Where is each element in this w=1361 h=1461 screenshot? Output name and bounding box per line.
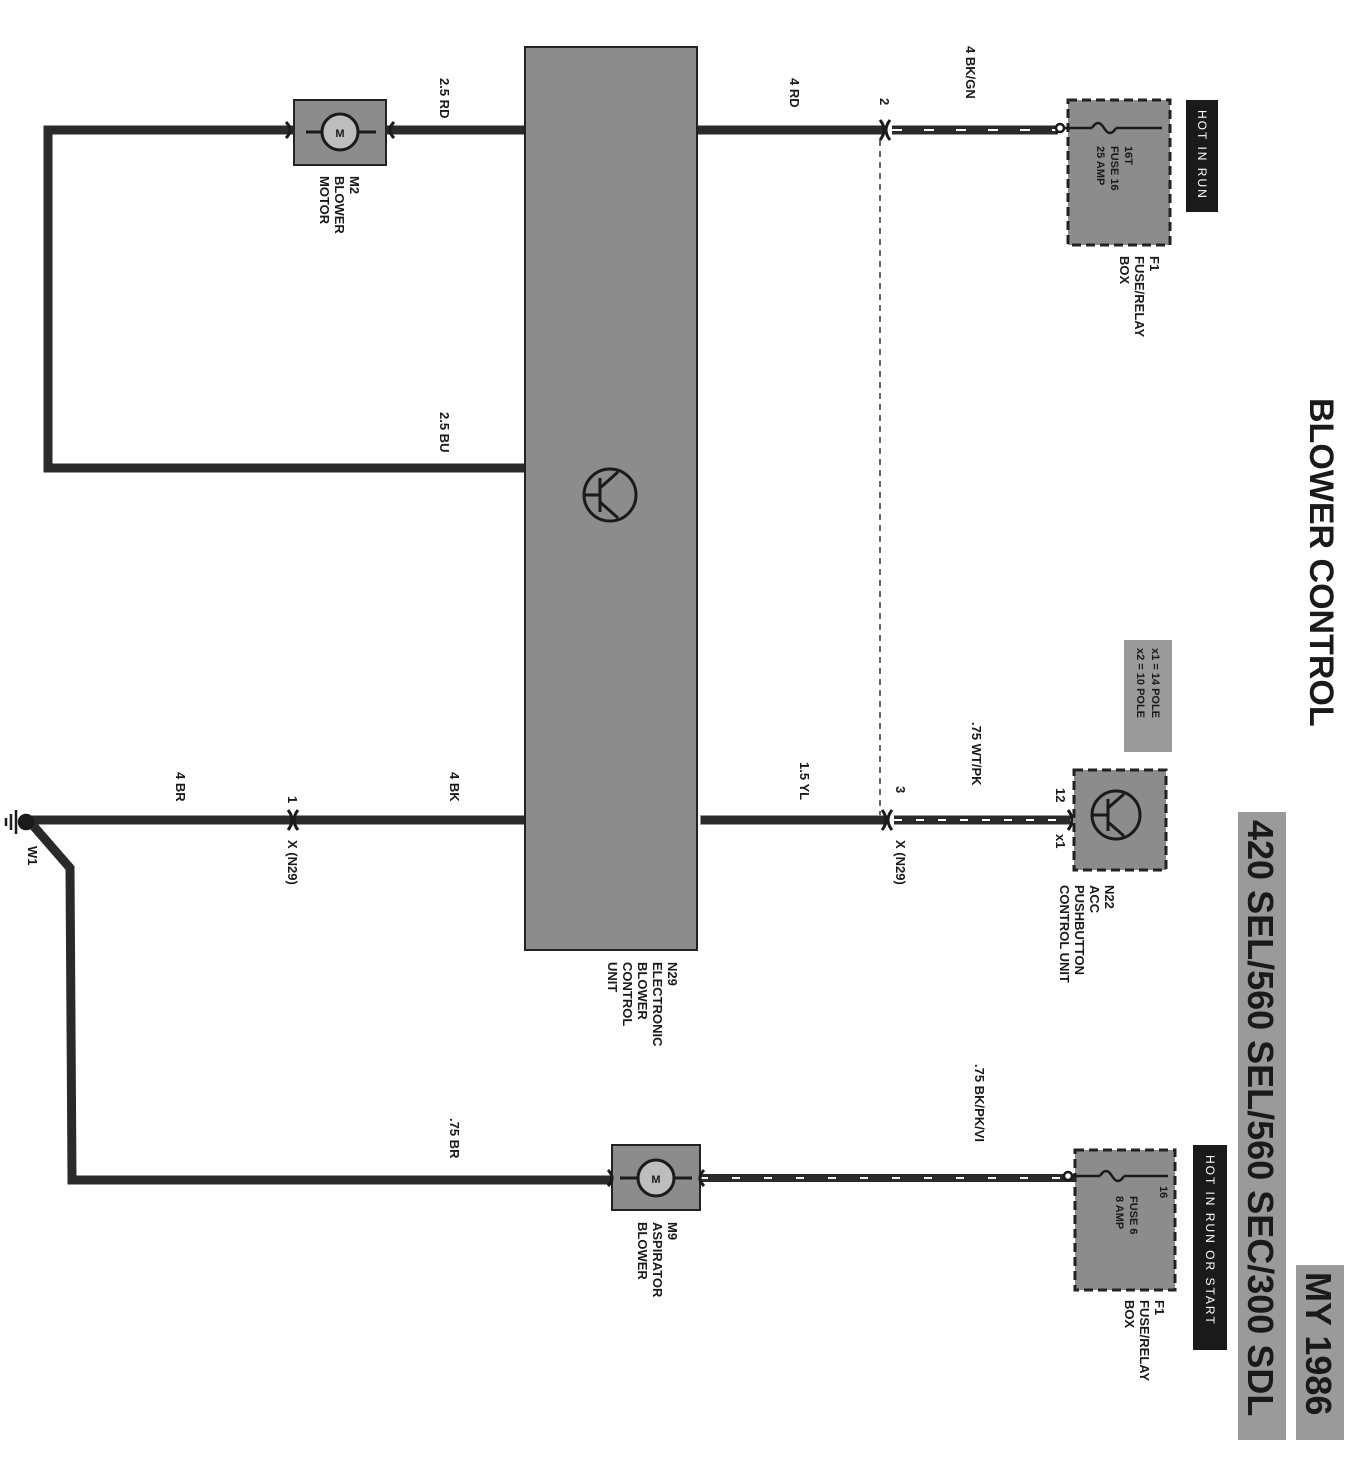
connector-2 xyxy=(878,119,892,141)
svg-text:16: 16 xyxy=(1157,1186,1169,1198)
svg-text:8 AMP: 8 AMP xyxy=(1113,1196,1125,1229)
f1-bottom-label: F1 FUSE/RELAY BOX xyxy=(1122,1300,1167,1381)
f1-fuse-box-bottom xyxy=(1073,1148,1177,1292)
svg-text:F1: F1 xyxy=(1152,1300,1167,1315)
fuse-16-label: 16T FUSE 16 25 AMP xyxy=(1094,146,1134,191)
svg-text:CONTROL UNIT: CONTROL UNIT xyxy=(1057,885,1072,983)
n22-transistor-icon xyxy=(1090,789,1142,841)
svg-text:x1 = 14 POLE: x1 = 14 POLE xyxy=(1149,648,1161,718)
svg-text:16T: 16T xyxy=(1122,146,1134,165)
hot-in-run-tag xyxy=(1186,100,1218,212)
svg-text:M9: M9 xyxy=(665,1222,680,1240)
wire-label-4-bk: 4 BK xyxy=(447,772,462,802)
pole-note-box xyxy=(1124,640,1172,752)
svg-text:M: M xyxy=(651,1174,660,1186)
f1-top-label: F1 FUSE/RELAY BOX xyxy=(1117,256,1162,337)
hot-in-run-text: HOT IN RUN xyxy=(1195,110,1209,200)
svg-text:ASPIRATOR: ASPIRATOR xyxy=(650,1222,665,1298)
transistor-icon xyxy=(582,467,638,523)
n22-acc-control-unit xyxy=(1072,768,1168,872)
m9-motor-icon: M xyxy=(620,1158,692,1198)
wire-label-2-5-bu: 2.5 BU xyxy=(437,412,452,452)
fuse-6-icon xyxy=(1062,1169,1168,1183)
svg-text:N29: N29 xyxy=(665,962,680,986)
svg-text:M: M xyxy=(335,128,344,140)
svg-text:PUSHBUTTON: PUSHBUTTON xyxy=(1072,885,1087,975)
svg-text:ELECTRONIC: ELECTRONIC xyxy=(650,962,665,1047)
wire-label-75-br: .75 BR xyxy=(447,1118,462,1159)
wire-label-75-wt-pk: .75 WT/PK xyxy=(969,722,984,786)
wire-label-1-5-yl: 1.5 YL xyxy=(797,762,812,800)
wire-label-2-5-rd: 2.5 RD xyxy=(437,78,452,118)
svg-text:BOX: BOX xyxy=(1117,256,1132,285)
n29-label: N29 ELECTRONIC BLOWER CONTROL UNIT xyxy=(605,962,680,1047)
year-banner-bg xyxy=(1296,1265,1344,1440)
model-banner: 420 SEL/560 SEL/560 SEC/300 SDL xyxy=(1240,820,1281,1416)
fuse-6-label: 16 FUSE 6 8 AMP xyxy=(1113,1186,1169,1235)
model-banner-bg xyxy=(1238,812,1286,1440)
pin-12: 12 xyxy=(1053,788,1068,802)
svg-text:CONTROL: CONTROL xyxy=(620,962,635,1026)
m9-label: M9 ASPIRATOR BLOWER xyxy=(635,1222,680,1298)
hot-in-run-or-start-tag xyxy=(1193,1145,1227,1350)
pin-x-n29-a: X (N29) xyxy=(285,840,300,885)
svg-text:M2: M2 xyxy=(347,176,362,194)
wire-label-75-bk-pk-vi: .75 BK/PK/VI xyxy=(972,1064,987,1142)
svg-text:MOTOR: MOTOR xyxy=(317,176,332,225)
pin-x-n29-b: X (N29) xyxy=(893,840,908,885)
svg-text:ACC: ACC xyxy=(1087,885,1102,914)
ground-icon xyxy=(4,810,35,834)
svg-text:FUSE 6: FUSE 6 xyxy=(1127,1196,1139,1235)
wire-75-br xyxy=(23,815,617,1185)
svg-text:BLOWER: BLOWER xyxy=(635,962,650,1020)
pin-x1: x1 xyxy=(1053,834,1068,848)
f1-fuse-box-top xyxy=(1066,98,1172,247)
svg-text:UNIT: UNIT xyxy=(605,962,620,992)
pole-note: x1 = 14 POLE x2 = 10 POLE xyxy=(1134,648,1161,718)
year-banner: MY 1986 xyxy=(1298,1272,1339,1415)
svg-text:BOX: BOX xyxy=(1122,1300,1137,1329)
wire-loop-left xyxy=(43,125,530,473)
pin-3: 3 xyxy=(893,786,908,793)
m2-label: M2 BLOWER MOTOR xyxy=(317,176,362,234)
svg-text:BLOWER: BLOWER xyxy=(635,1222,650,1280)
pin-1: 1 xyxy=(285,796,300,803)
svg-text:FUSE/RELAY: FUSE/RELAY xyxy=(1137,1300,1152,1381)
connector-1 xyxy=(286,809,300,831)
pin-2: 2 xyxy=(877,98,892,105)
svg-text:N22: N22 xyxy=(1102,885,1117,909)
w1-label: W1 xyxy=(25,846,40,866)
wire-label-4-br: 4 BR xyxy=(173,772,188,802)
svg-text:FUSE 16: FUSE 16 xyxy=(1108,146,1120,191)
svg-text:BLOWER: BLOWER xyxy=(332,176,347,234)
hot-in-run-or-start-text: HOT IN RUN OR START xyxy=(1203,1155,1217,1326)
svg-text:25 AMP: 25 AMP xyxy=(1094,146,1106,185)
connector-3 xyxy=(880,809,894,831)
svg-text:F1: F1 xyxy=(1147,256,1162,271)
n22-label: N22 ACC PUSHBUTTON CONTROL UNIT xyxy=(1057,885,1117,983)
svg-text:FUSE/RELAY: FUSE/RELAY xyxy=(1132,256,1147,337)
n22-connector xyxy=(1066,809,1074,831)
m9-connectors xyxy=(606,1168,706,1188)
n29-control-unit xyxy=(524,46,698,951)
svg-text:x2 = 10 POLE: x2 = 10 POLE xyxy=(1134,648,1146,718)
wire-label-4-rd: 4 RD xyxy=(787,78,802,108)
m2-motor-icon: M xyxy=(306,112,376,152)
wire-label-4-bk-gn: 4 BK/GN xyxy=(963,46,978,99)
fuse-16-icon xyxy=(1054,121,1162,135)
diagram-title: BLOWER CONTROL xyxy=(1302,398,1340,727)
m2-connectors xyxy=(284,120,396,140)
